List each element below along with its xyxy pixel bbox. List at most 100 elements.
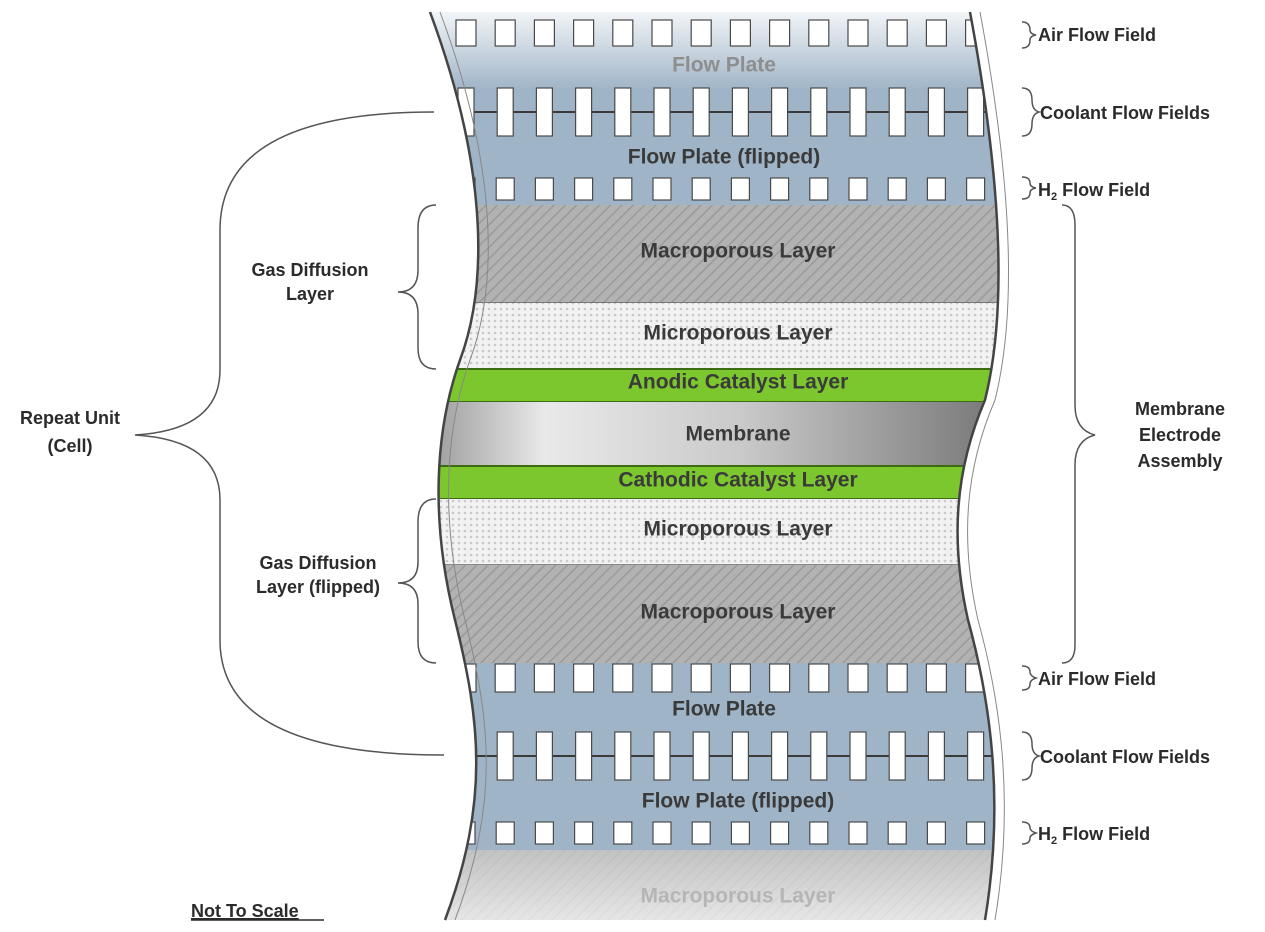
cathodic-catalyst-label: Cathodic Catalyst Layer bbox=[618, 469, 857, 492]
microporous-layer-bottom bbox=[430, 499, 999, 565]
coolant-top-channel bbox=[496, 87, 514, 137]
brace-h2-bottom bbox=[1021, 821, 1039, 845]
air-flow-top-channel bbox=[533, 19, 556, 47]
coolant-bottom-channel bbox=[574, 731, 593, 781]
coolant-bottom-channel bbox=[1007, 732, 1023, 780]
coolant-bottom-channel bbox=[692, 731, 710, 781]
macroporous-layer-top bbox=[430, 205, 999, 303]
gdl-top-label-line2: Layer bbox=[286, 284, 334, 304]
coolant-flow-fields-top-label: Coolant Flow Fields bbox=[1040, 103, 1210, 123]
repeat-unit-label-line1: Repeat Unit bbox=[20, 408, 120, 428]
h2-top-channel bbox=[926, 177, 947, 201]
coolant-top-channel bbox=[614, 87, 632, 137]
air-flow-bottom-channel bbox=[572, 663, 595, 693]
membrane-label: Membrane bbox=[685, 423, 790, 446]
h2-bottom-channel bbox=[691, 821, 711, 845]
air-flow-top-channel bbox=[847, 19, 869, 47]
air-flow-bottom-channel bbox=[886, 663, 908, 693]
microporous-bottom-label: Microporous Layer bbox=[643, 518, 832, 541]
coolant-top-channel bbox=[849, 87, 867, 137]
microporous-top-label: Microporous Layer bbox=[643, 322, 832, 345]
h2-top-channel bbox=[887, 177, 907, 201]
flow-plate-bottom-label: Flow Plate bbox=[672, 698, 776, 721]
air-flow-top-channel bbox=[925, 19, 948, 47]
air-flow-bottom-channel bbox=[808, 663, 830, 693]
h2-bottom-channel bbox=[809, 821, 829, 845]
air-flow-bottom-channel bbox=[690, 663, 712, 693]
air-flow-bottom-channel bbox=[1005, 664, 1025, 692]
h2-bottom-channel bbox=[965, 821, 986, 845]
coolant-top-channel bbox=[731, 87, 750, 137]
coolant-top-channel bbox=[1007, 88, 1023, 136]
coolant-top-channel bbox=[927, 87, 946, 137]
air-flow-bottom-channel bbox=[925, 663, 948, 693]
h2-top-channel bbox=[613, 177, 633, 201]
flow-channels bbox=[430, 19, 1025, 845]
right-braces bbox=[1021, 21, 1096, 845]
coolant-bottom-channel bbox=[653, 731, 671, 781]
mea-label-line2: Electrode bbox=[1139, 425, 1221, 445]
h2-bottom-channel bbox=[652, 821, 672, 845]
macroporous-bottom-label: Macroporous Layer bbox=[641, 601, 836, 624]
coolant-bottom-channel bbox=[614, 731, 632, 781]
coolant-bottom-channel bbox=[770, 731, 789, 781]
coolant-bottom-channel bbox=[810, 731, 828, 781]
air-flow-bottom-channel bbox=[651, 663, 673, 693]
air-flow-top-channel bbox=[729, 19, 752, 47]
air-flow-top-channel bbox=[768, 19, 791, 47]
air-flow-top-channel bbox=[808, 19, 830, 47]
coolant-top-channel bbox=[692, 87, 710, 137]
air-flow-top-channel bbox=[690, 19, 712, 47]
h2-flow-field-top-label: H2 Flow Field bbox=[1038, 180, 1150, 203]
gdl-bottom-label-line2: Layer (flipped) bbox=[256, 577, 380, 597]
h2-bottom-channel bbox=[495, 821, 515, 845]
air-flow-bottom-channel bbox=[612, 663, 634, 693]
brace-h2-top bbox=[1021, 176, 1037, 200]
h2-bottom-channel bbox=[534, 821, 555, 845]
brace-coolant-top bbox=[1021, 87, 1042, 137]
coolant-bottom-channel bbox=[888, 731, 906, 781]
left-braces bbox=[134, 111, 445, 756]
brace-gdl-bottom bbox=[397, 498, 437, 664]
coolant-bottom-channel bbox=[457, 731, 475, 781]
mea-label-line1: Membrane bbox=[1135, 399, 1225, 419]
h2-top-channel bbox=[809, 177, 829, 201]
air-flow-top-channel bbox=[455, 19, 477, 47]
stack-right-edge bbox=[956, 11, 1000, 921]
h2-top-channel bbox=[965, 177, 986, 201]
h2-top-channel bbox=[730, 177, 751, 201]
brace-mea bbox=[1061, 204, 1096, 664]
coolant-bottom-channel bbox=[927, 731, 946, 781]
anodic-catalyst-label: Anodic Catalyst Layer bbox=[628, 371, 849, 394]
membrane-layer bbox=[430, 402, 999, 466]
coolant-top-channel bbox=[535, 87, 554, 137]
h2-bottom-channel bbox=[613, 821, 633, 845]
coolant-top-channel bbox=[966, 87, 985, 137]
macroporous-faded-label: Macroporous Layer bbox=[641, 885, 836, 908]
air-flow-top-channel bbox=[886, 19, 908, 47]
gdl-bottom-label-line1: Gas Diffusion bbox=[259, 553, 376, 573]
h2-bottom-channel bbox=[1006, 822, 1024, 844]
air-flow-top-channel bbox=[612, 19, 634, 47]
air-flow-bottom-channel bbox=[494, 663, 516, 693]
coolant-top-channel bbox=[770, 87, 789, 137]
gdl-top-label-line1: Gas Diffusion bbox=[251, 260, 368, 280]
flow-plate-flipped-top-label: Flow Plate (flipped) bbox=[628, 146, 821, 169]
microporous-layer-top bbox=[430, 303, 999, 369]
brace-gdl-top bbox=[397, 204, 437, 370]
h2-top-channel bbox=[534, 177, 555, 201]
repeat-unit-label-line2: (Cell) bbox=[48, 436, 93, 456]
coolant-bottom-channel bbox=[496, 731, 514, 781]
air-flow-top-channel bbox=[572, 19, 595, 47]
mea-label-line3: Assembly bbox=[1137, 451, 1222, 471]
stack-left-edge-inner bbox=[439, 11, 489, 921]
air-flow-bottom-channel bbox=[533, 663, 556, 693]
brace-air-flow-bottom bbox=[1021, 665, 1039, 691]
air-flow-top-channel bbox=[1005, 20, 1025, 46]
stack-left-edge bbox=[428, 11, 480, 921]
coolant-bottom-channel bbox=[535, 731, 554, 781]
h2-bottom-channel bbox=[887, 821, 907, 845]
flow-plate-top-label: Flow Plate bbox=[672, 54, 776, 77]
air-flow-top-channel bbox=[651, 19, 673, 47]
